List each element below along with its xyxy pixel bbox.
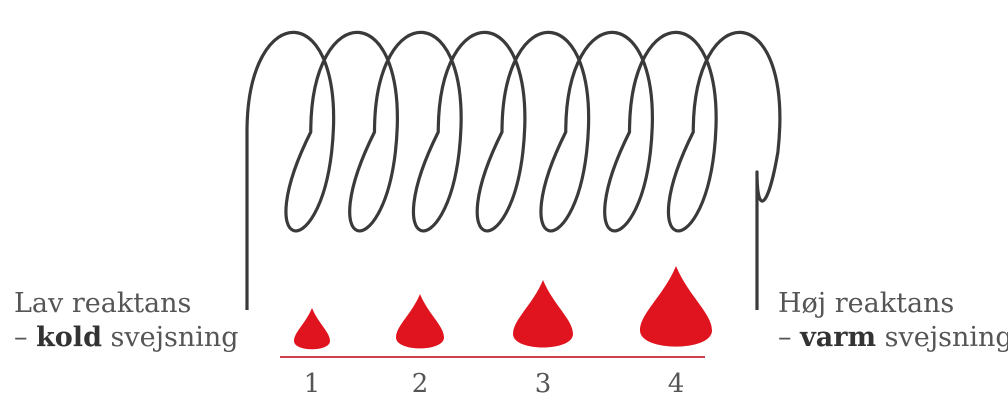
droplet-4 <box>640 266 712 347</box>
low-reactance-title: Lav reaktans <box>14 288 192 319</box>
hot-emphasis: varm <box>800 322 877 353</box>
hot-welding-caption: – varm svejsning <box>778 322 1008 353</box>
droplet-2 <box>396 294 444 349</box>
cold-emphasis: kold <box>36 322 102 353</box>
coil-winding <box>245 30 782 310</box>
droplet-number-4: 4 <box>667 369 685 399</box>
low-reactance-label: Lav reaktans – kold svejsning <box>14 287 239 355</box>
coil <box>245 30 782 310</box>
droplet-number-1: 1 <box>303 369 321 399</box>
high-reactance-label: Høj reaktans – varm svejsning <box>778 287 1008 355</box>
droplet-3 <box>513 280 573 348</box>
high-reactance-title: Høj reaktans <box>778 288 955 319</box>
cold-welding-caption: – kold svejsning <box>14 322 239 353</box>
droplets-group <box>294 266 712 350</box>
droplet-1 <box>294 308 330 350</box>
droplet-number-3: 3 <box>534 369 552 399</box>
droplet-number-2: 2 <box>411 369 429 399</box>
